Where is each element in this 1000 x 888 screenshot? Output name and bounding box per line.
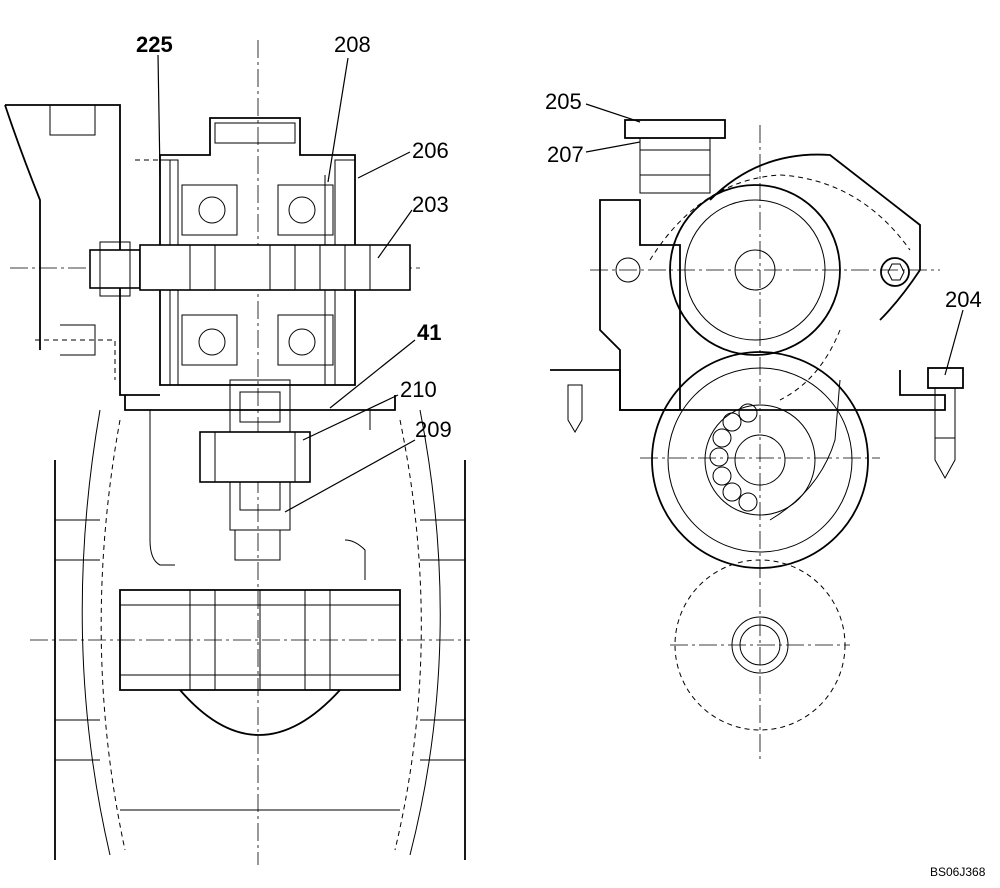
callout-225: 225 [136,32,173,57]
callout-208: 208 [334,32,371,57]
callout-labels: 225 208 206 203 41 210 209 205 207 204 B… [136,32,986,879]
callout-210: 210 [400,377,437,402]
callout-203: 203 [412,192,449,217]
callout-207: 207 [547,142,584,167]
left-sectional-view [4,40,470,865]
right-side-view [550,119,964,760]
callout-204: 204 [945,287,982,312]
callout-205: 205 [545,89,582,114]
callout-209: 209 [415,417,452,442]
drawing-code: BS06J368 [930,865,986,879]
callout-41: 41 [417,320,441,345]
leader-lines [157,54,964,513]
callout-206: 206 [412,138,449,163]
